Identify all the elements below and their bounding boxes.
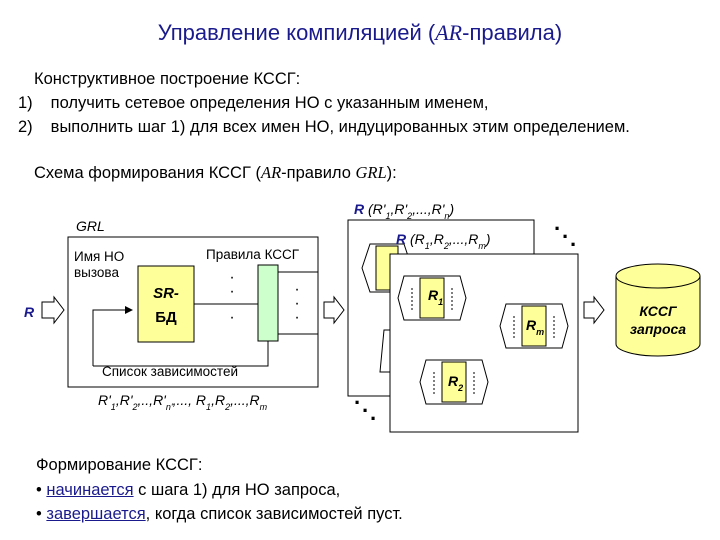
vertical-dots-1: · <box>229 269 234 286</box>
formation-item-2: • завершается, когда список зависимостей… <box>36 505 403 523</box>
diag-dots-bottom-2: · <box>362 398 369 423</box>
vertical-dots-1c: · <box>229 309 234 326</box>
formation-heading: Формирование КССГ: <box>36 456 203 474</box>
bullet: • <box>36 481 42 499</box>
link-starts[interactable]: начинается <box>46 481 134 499</box>
node-r1-box <box>419 277 445 319</box>
diag-dots-bottom-1: · <box>354 390 361 415</box>
outer-net-label: R (R'1,R'2,...,R'n) <box>354 201 454 221</box>
page-title: Управление компиляцией (AR-правила) <box>157 20 563 45</box>
diag-dots-top-3: · <box>570 232 577 257</box>
grl-label: GRL <box>76 218 105 234</box>
sr-db-box <box>137 265 195 343</box>
feedback-line <box>92 306 133 366</box>
intro-item-1: 1)получить сетевое определения НО с указ… <box>18 94 489 112</box>
diag-dots-top-1: · <box>554 216 561 241</box>
name-label-line2: вызова <box>74 265 119 280</box>
bullet: • <box>36 505 42 523</box>
db-cylinder-body <box>615 276 701 357</box>
deps-line <box>93 341 269 367</box>
deps-label: Список зависимостей <box>102 364 238 379</box>
formation-item-1: • начинается с шага 1) для НО запроса, <box>36 481 341 499</box>
vertical-dots-1b: · <box>229 283 234 300</box>
deps-list: R'1,R'2,..,R'n',..., R1,R2,...,Rm <box>98 392 268 412</box>
input-arrow <box>41 295 65 325</box>
vertical-dots-2c: · <box>294 309 299 326</box>
db-cylinder-top <box>615 263 701 289</box>
db-label-2: запроса <box>630 321 686 337</box>
rules-label: Правила КССГ <box>206 247 300 262</box>
inner-net-label: R (R1,R2,...,Rm) <box>396 231 491 251</box>
db-label-1: КССГ <box>639 303 678 319</box>
to-nets-arrow <box>323 295 345 325</box>
to-db-arrow <box>583 295 605 325</box>
rules-box <box>257 264 279 342</box>
intro-item-2: 2)выполнить шаг 1) для всех имен НО, инд… <box>18 118 630 136</box>
link-ends[interactable]: завершается <box>46 505 146 523</box>
sr-db-label-1: SR- <box>153 285 179 302</box>
diag-dots-top-2: · <box>562 224 569 249</box>
input-r-label: R <box>24 304 35 320</box>
vertical-dots-2b: · <box>294 295 299 312</box>
intro-heading: Конструктивное построение КССГ: <box>34 70 301 88</box>
vertical-dots-2: · <box>294 281 299 298</box>
sr-db-label-2: БД <box>155 309 177 326</box>
scheme-caption: Схема формирования КССГ (AR-правило GRL)… <box>34 163 397 182</box>
node-r2-box <box>441 361 467 403</box>
name-label-line1: Имя НО <box>74 249 124 264</box>
diag-dots-bottom-3: · <box>370 406 377 431</box>
node-rm-box <box>521 305 547 347</box>
